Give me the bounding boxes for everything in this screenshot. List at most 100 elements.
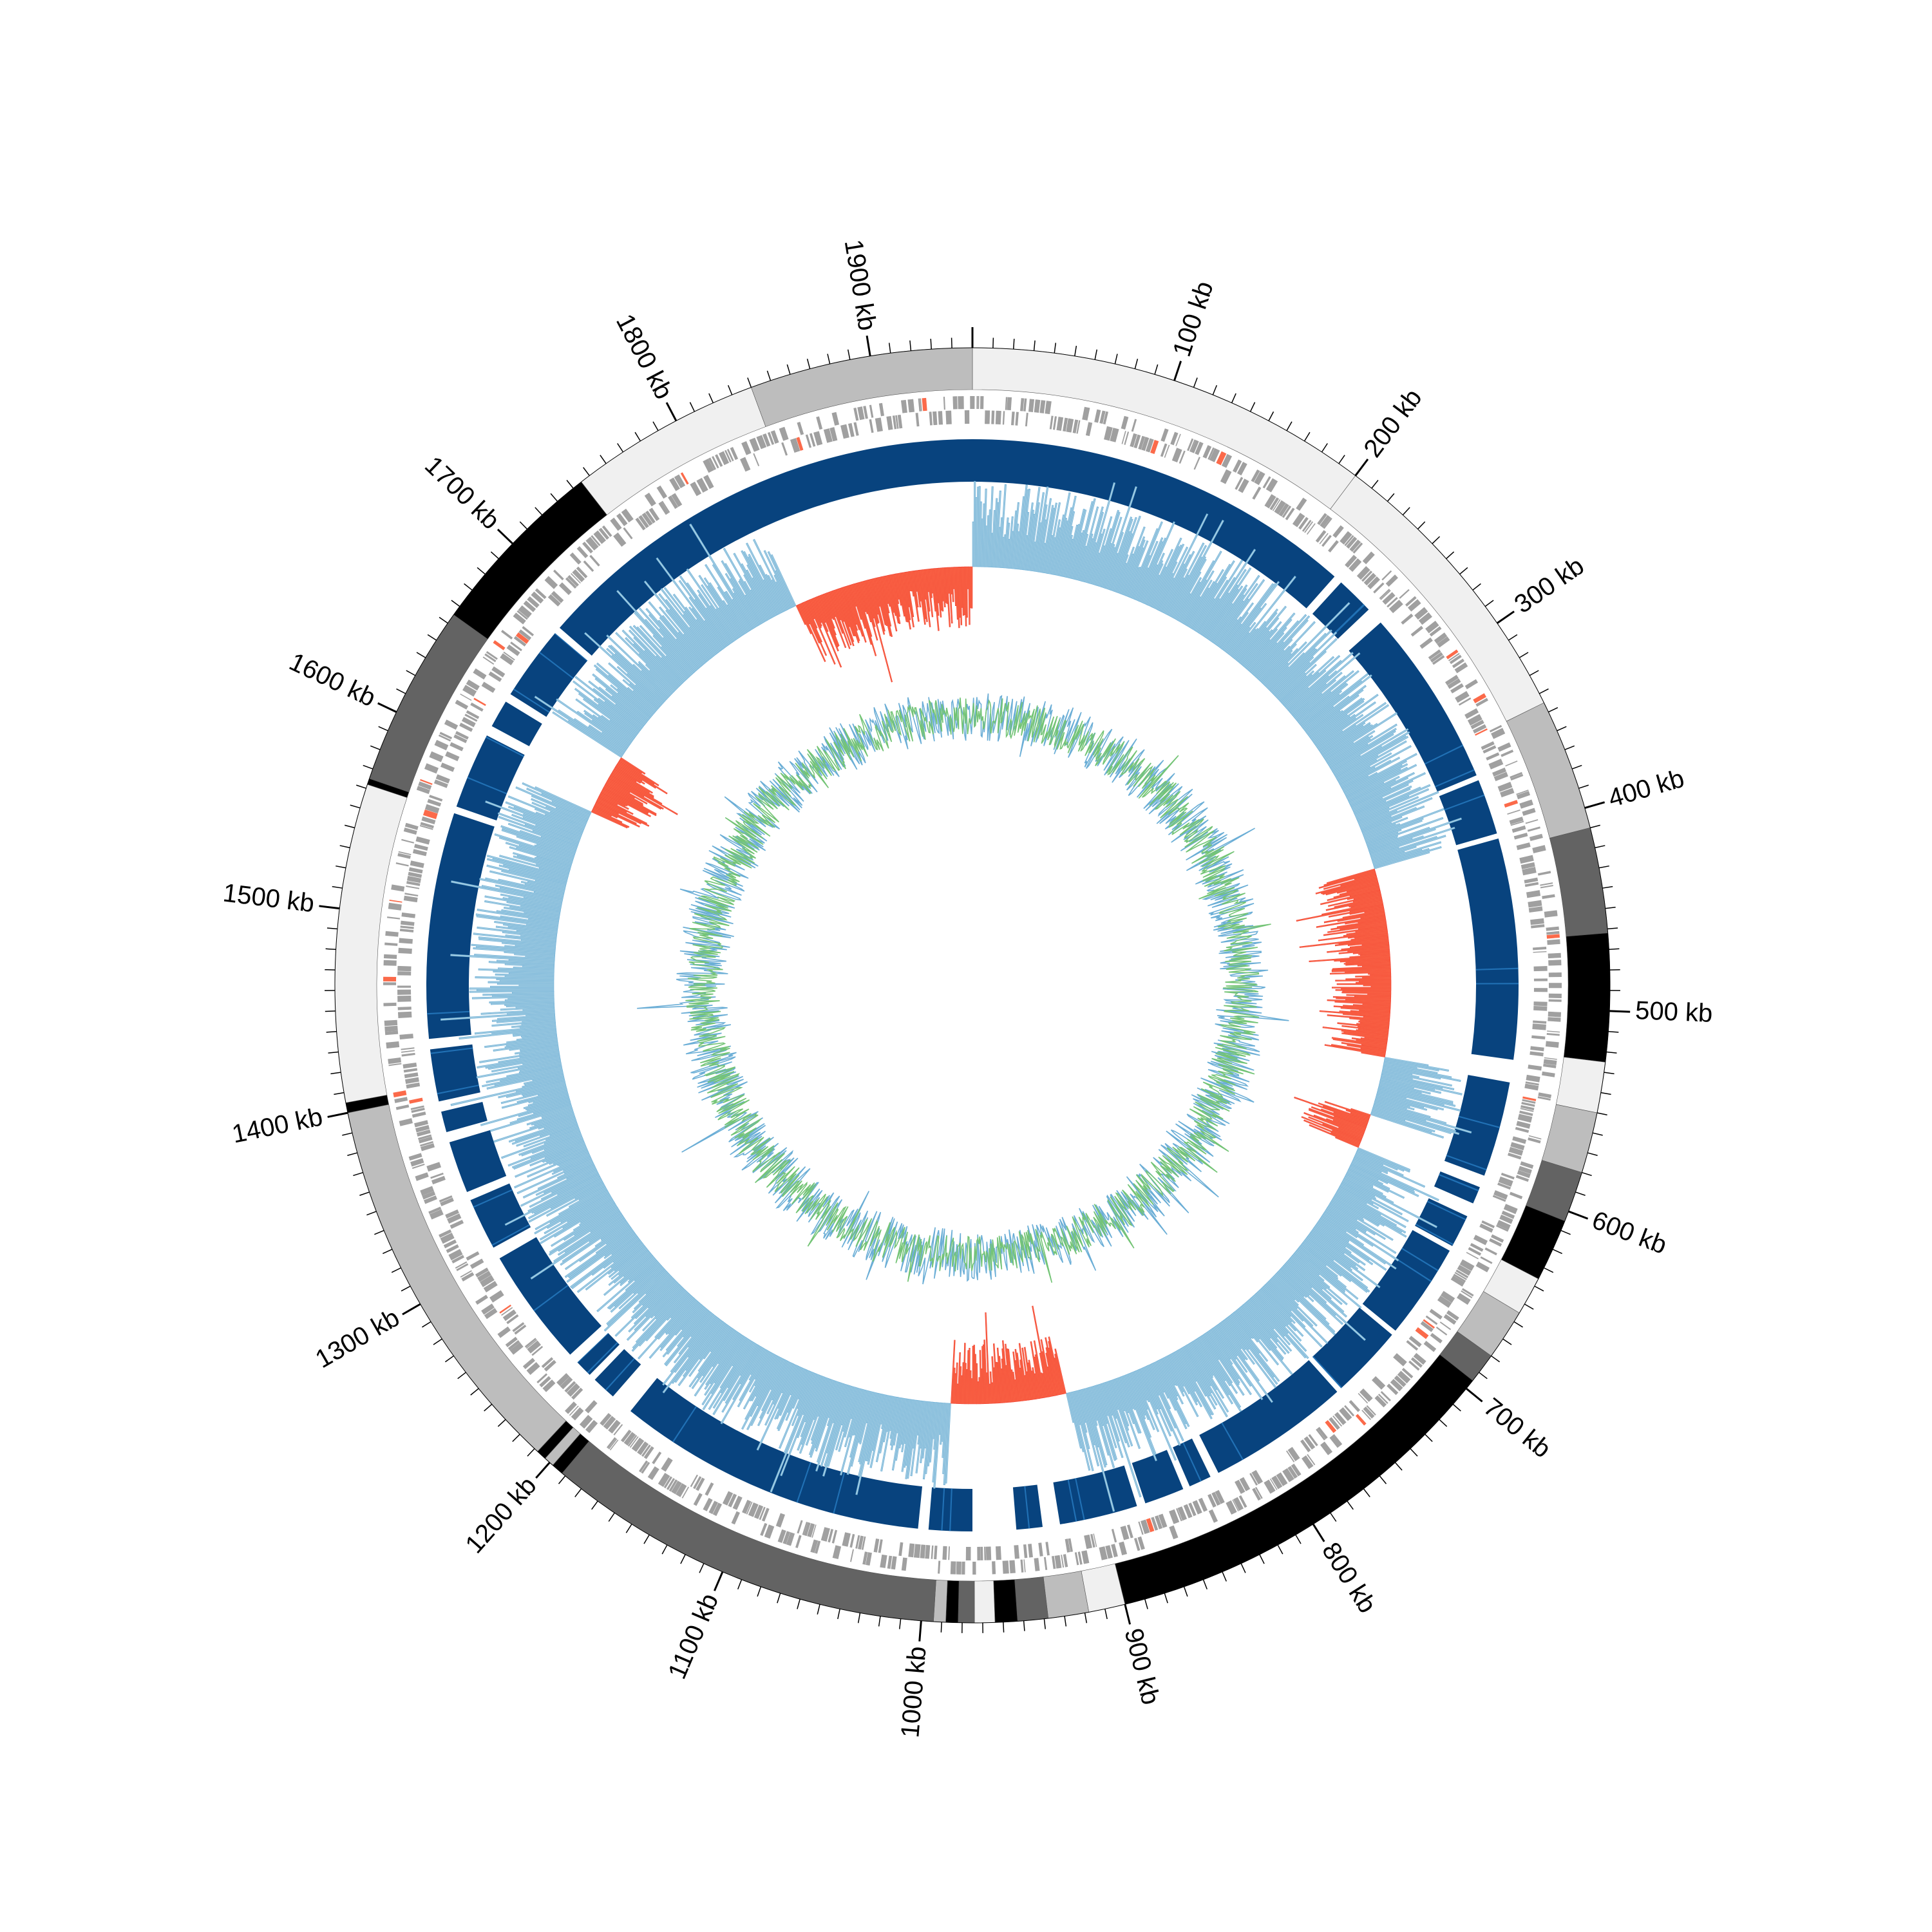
gene-feature	[1519, 855, 1534, 864]
gene-feature	[598, 527, 610, 540]
gene-feature	[569, 1405, 579, 1416]
gene-feature	[1045, 1542, 1050, 1556]
major-tick	[1312, 1523, 1325, 1542]
gene-feature	[875, 417, 883, 432]
gene-feature	[920, 398, 922, 412]
gene-feature	[446, 1244, 459, 1253]
gene-feature	[964, 410, 970, 424]
gene-feature	[621, 508, 634, 523]
minor-tick	[680, 1554, 686, 1564]
gene-feature	[450, 742, 464, 752]
gene-feature	[805, 434, 812, 448]
gene-feature	[668, 495, 679, 509]
gene-feature	[1520, 1108, 1534, 1112]
gene-feature	[1498, 1176, 1513, 1187]
gene-feature	[418, 1136, 433, 1144]
gene-feature	[1459, 1259, 1475, 1271]
gene-feature	[1170, 431, 1179, 446]
gene-feature	[1187, 438, 1194, 451]
block-highlight	[1332, 603, 1365, 635]
gene-feature	[1093, 1533, 1097, 1548]
gene-feature	[696, 478, 708, 493]
gene-feature	[1015, 412, 1019, 426]
minor-tick	[550, 493, 558, 502]
gene-feature	[641, 512, 653, 526]
gene-feature	[445, 1209, 459, 1218]
gene-feature	[1141, 1519, 1150, 1535]
block-highlight	[672, 1406, 697, 1443]
gene-feature	[950, 1561, 956, 1575]
gene-feature	[907, 399, 915, 413]
gene-feature	[1072, 419, 1079, 433]
gene-feature	[1509, 1191, 1523, 1200]
gene-feature	[1103, 411, 1108, 425]
tick-label: 1700 kb	[419, 451, 505, 535]
gene-feature	[1399, 589, 1410, 599]
alignment-block	[630, 1378, 923, 1529]
minor-tick	[363, 764, 374, 770]
gene-feature	[473, 697, 486, 706]
gene-feature	[1346, 536, 1358, 549]
alignment-block	[972, 439, 1335, 609]
gene-feature	[1133, 1537, 1141, 1551]
minor-tick	[1402, 507, 1410, 516]
gene-feature	[565, 1401, 577, 1414]
gene-feature	[631, 1437, 645, 1452]
gene-feature	[572, 569, 585, 582]
gene-feature	[732, 1495, 743, 1510]
gene-feature	[680, 472, 689, 485]
minor-tick	[1479, 1372, 1488, 1379]
minor-tick	[1134, 359, 1139, 369]
gene-feature	[977, 1546, 981, 1560]
gene-feature	[1039, 400, 1046, 413]
gene-feature	[1544, 1057, 1557, 1060]
gene-feature	[1111, 1544, 1118, 1558]
gene-feature	[1076, 420, 1081, 434]
alignment-block	[449, 1130, 507, 1193]
gene-feature	[1419, 637, 1433, 649]
contig-segment	[1555, 1057, 1606, 1113]
gene-feature	[439, 1195, 453, 1203]
gene-feature	[585, 1419, 598, 1434]
gene-feature	[433, 779, 448, 788]
gene-feature	[978, 396, 980, 410]
gene-feature	[510, 641, 522, 652]
gene-feature	[1038, 1542, 1043, 1557]
minor-tick	[1394, 1462, 1403, 1471]
gene-feature	[1286, 1450, 1295, 1463]
contig-segment	[1043, 1571, 1090, 1619]
gene-feature	[1381, 570, 1392, 581]
gene-feature	[388, 902, 402, 911]
gene-feature	[1085, 422, 1093, 437]
gene-feature	[1251, 469, 1260, 482]
minor-tick	[535, 507, 543, 516]
gene-feature	[1437, 1295, 1452, 1308]
gene-feature	[943, 397, 945, 410]
major-tick	[665, 402, 677, 422]
block-highlight	[1475, 983, 1519, 985]
gene-feature	[958, 396, 964, 410]
gene-feature	[1528, 906, 1543, 913]
gene-feature	[1145, 438, 1154, 453]
minor-tick	[1303, 431, 1311, 442]
minor-tick	[797, 1598, 800, 1609]
minor-tick	[608, 1512, 615, 1522]
gene-feature	[405, 1077, 419, 1084]
minor-tick	[332, 886, 343, 889]
gene-feature	[489, 1290, 504, 1303]
major-tick	[1124, 1604, 1132, 1625]
block-highlight	[427, 1010, 470, 1015]
gene-feature	[1255, 1486, 1263, 1499]
gene-feature	[1332, 1415, 1343, 1427]
minor-tick	[391, 1267, 401, 1273]
gene-feature	[427, 799, 442, 807]
gene-feature	[1385, 574, 1398, 587]
minor-tick	[353, 1172, 363, 1177]
gene-feature	[1481, 1220, 1495, 1229]
gene-feature	[1208, 1493, 1217, 1508]
gene-feature	[393, 1090, 407, 1098]
minor-tick	[591, 1501, 598, 1510]
block-highlight	[941, 1488, 945, 1531]
minor-tick	[1222, 1571, 1227, 1582]
gene-feature	[506, 644, 520, 656]
